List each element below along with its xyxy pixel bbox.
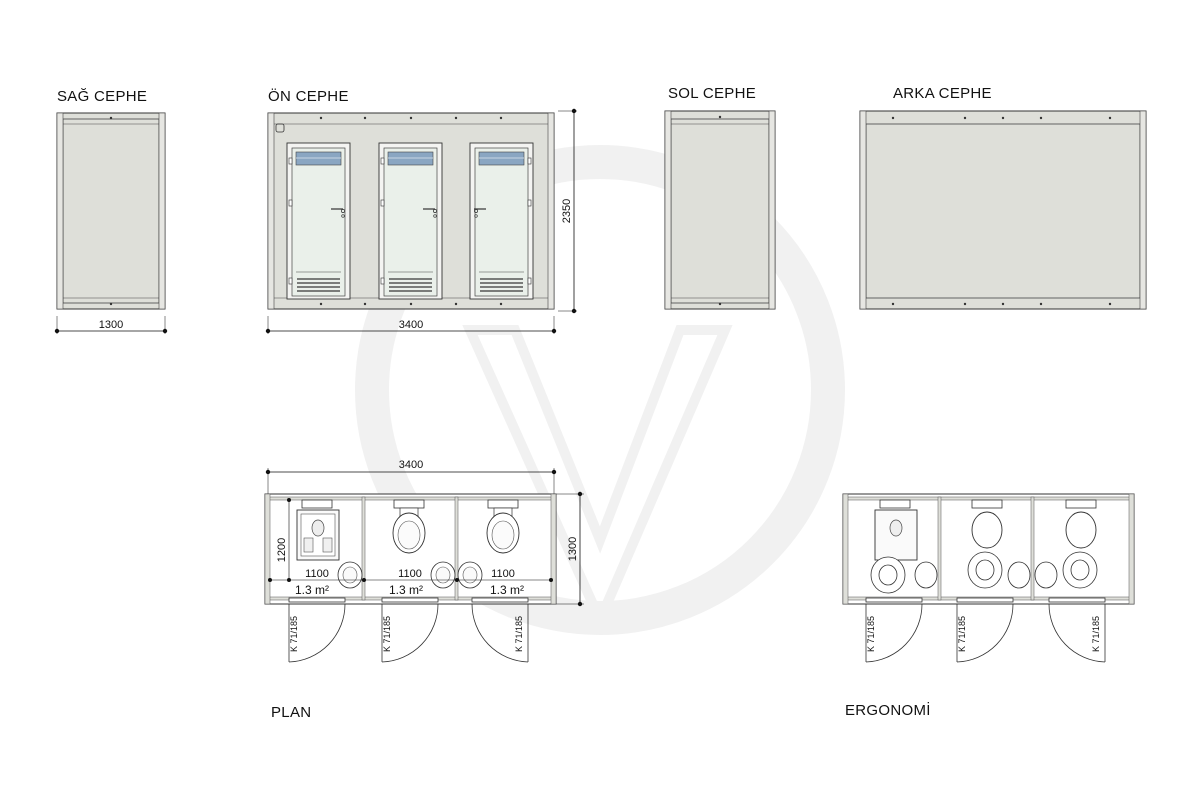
plan-door-2-label: K 71/185 (382, 616, 392, 652)
toilet-2 (392, 499, 426, 554)
squat-toilet-1 (296, 499, 340, 561)
plan-width-dimension: 3400 (265, 459, 557, 494)
right-width-dimension: 1300 (54, 316, 168, 334)
right-width-label: 1300 (99, 319, 123, 331)
cabin-depth-label: 1200 (276, 538, 288, 562)
back-facade (859, 110, 1147, 310)
back-facade-title: ARKA CEPHE (893, 85, 992, 102)
front-facade (267, 112, 555, 310)
plan-door-3-label: K 71/185 (514, 616, 524, 652)
front-height-label: 2350 (561, 199, 573, 223)
ergo-door-3-label: K 71/185 (1091, 616, 1101, 652)
front-facade-title: ÖN CEPHE (268, 88, 349, 105)
plan-width-label: 3400 (399, 459, 423, 471)
cabin-2-area-label: 1.3 m² (389, 583, 423, 597)
front-door-3 (469, 142, 534, 300)
ergo-door-2-label: K 71/185 (957, 616, 967, 652)
cabin-3-area-label: 1.3 m² (490, 583, 524, 597)
plan-depth-label: 1300 (567, 537, 579, 561)
plan-door-swings (288, 597, 529, 663)
plan-view (264, 493, 557, 605)
cabin-3-width-label: 1100 (491, 568, 515, 580)
sink-2a (430, 561, 456, 589)
toilet-3 (486, 499, 520, 554)
right-facade-title: SAĞ CEPHE (57, 88, 148, 105)
front-door-1 (286, 142, 351, 300)
plan-depth-dimension: 1300 (556, 491, 584, 607)
front-door-2 (378, 142, 443, 300)
right-facade (56, 112, 166, 310)
ergo-toilet-2 (971, 499, 1003, 549)
cabin-2-width-label: 1100 (398, 568, 422, 580)
ergo-door-1-label: K 71/185 (866, 616, 876, 652)
ergo-door-swings (865, 597, 1106, 663)
person-figures (870, 551, 1098, 594)
plan-title: PLAN (271, 704, 312, 721)
cabin-1-width-label: 1100 (305, 568, 329, 580)
sink-3a (457, 561, 483, 589)
ergo-sinks (914, 561, 1058, 589)
cabin-1-area-label: 1.3 m² (295, 583, 329, 597)
ergo-toilet-3 (1065, 499, 1097, 549)
front-width-dimension: 3400 (265, 316, 557, 334)
ergonomics-title: ERGONOMİ (845, 702, 931, 719)
sink-1 (337, 561, 363, 589)
left-facade (664, 110, 776, 310)
plan-door-1-label: K 71/185 (289, 616, 299, 652)
left-facade-title: SOL CEPHE (668, 85, 757, 102)
front-width-label: 3400 (399, 319, 423, 331)
front-height-dimension: 2350 (558, 108, 577, 314)
ergonomics-view (842, 493, 1135, 605)
